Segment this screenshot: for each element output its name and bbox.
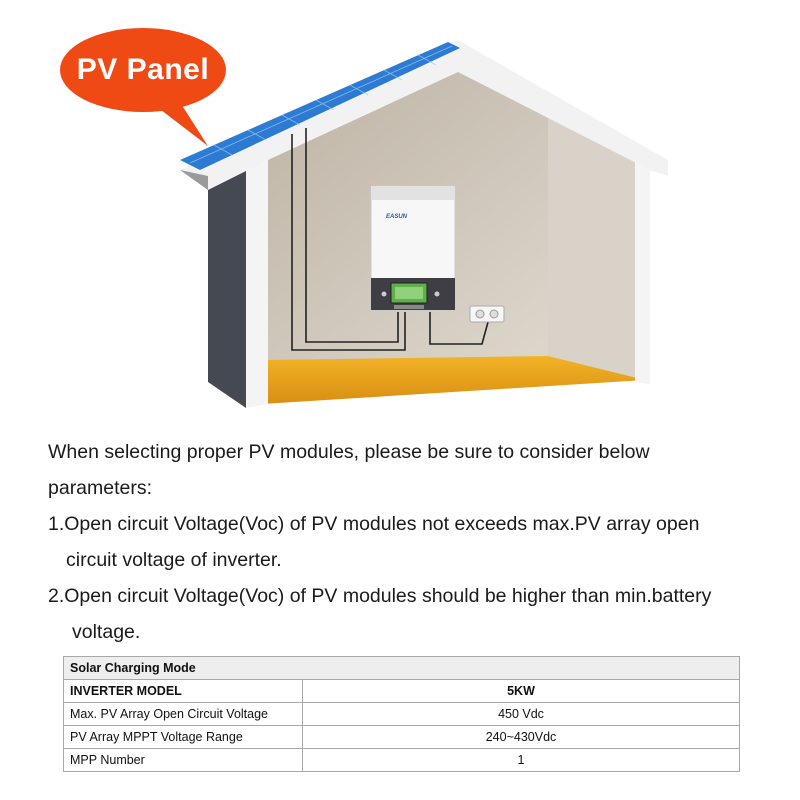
wall-outlet	[469, 305, 505, 323]
row-label: Max. PV Array Open Circuit Voltage	[63, 702, 303, 726]
house-scene: EASUN	[180, 40, 668, 408]
roof-frame	[180, 40, 668, 190]
header-value: 5KW	[302, 679, 740, 703]
inverter: EASUN	[370, 185, 456, 311]
pv-panel-label: PV Panel	[76, 53, 210, 86]
table-row: MPP Number 1	[63, 748, 740, 772]
table-row: Max. PV Array Open Circuit Voltage 450 V…	[63, 702, 740, 726]
floor	[262, 356, 645, 404]
row-value: 450 Vdc	[302, 702, 740, 726]
pv-wires	[291, 128, 489, 351]
pv-selection-notes: When selecting proper PV modules, please…	[48, 434, 788, 650]
table-title: Solar Charging Mode	[63, 656, 740, 680]
row-value: 1	[302, 748, 740, 772]
note-item-2: 2.Open circuit Voltage(Voc) of PV module…	[48, 585, 712, 607]
row-label: MPP Number	[63, 748, 303, 772]
house-right-inner-wall	[548, 118, 645, 380]
house-illustration: EASUN PV Panel	[60, 28, 668, 408]
table-row: PV Array MPPT Voltage Range 240~430Vdc	[63, 725, 740, 749]
intro-line: When selecting proper PV modules, please…	[48, 441, 650, 463]
header-label: INVERTER MODEL	[63, 679, 303, 703]
note-item-1: 1.Open circuit Voltage(Voc) of PV module…	[48, 513, 700, 535]
row-label: PV Array MPPT Voltage Range	[63, 725, 303, 749]
row-value: 240~430Vdc	[302, 725, 740, 749]
intro-line: parameters:	[48, 477, 153, 499]
right-wall-frame	[635, 160, 650, 384]
table-header-row: INVERTER MODEL 5KW	[63, 679, 740, 703]
spec-table: Solar Charging Mode INVERTER MODEL 5KW M…	[63, 656, 740, 772]
table-title-row: Solar Charging Mode	[63, 656, 740, 680]
note-item-2-cont: voltage.	[72, 621, 141, 643]
speech-bubble	[60, 28, 226, 112]
left-wall-frame	[246, 146, 268, 408]
note-item-1-cont: circuit voltage of inverter.	[66, 549, 282, 571]
left-wall	[208, 158, 246, 408]
inverter-brand: EASUN	[386, 214, 408, 220]
